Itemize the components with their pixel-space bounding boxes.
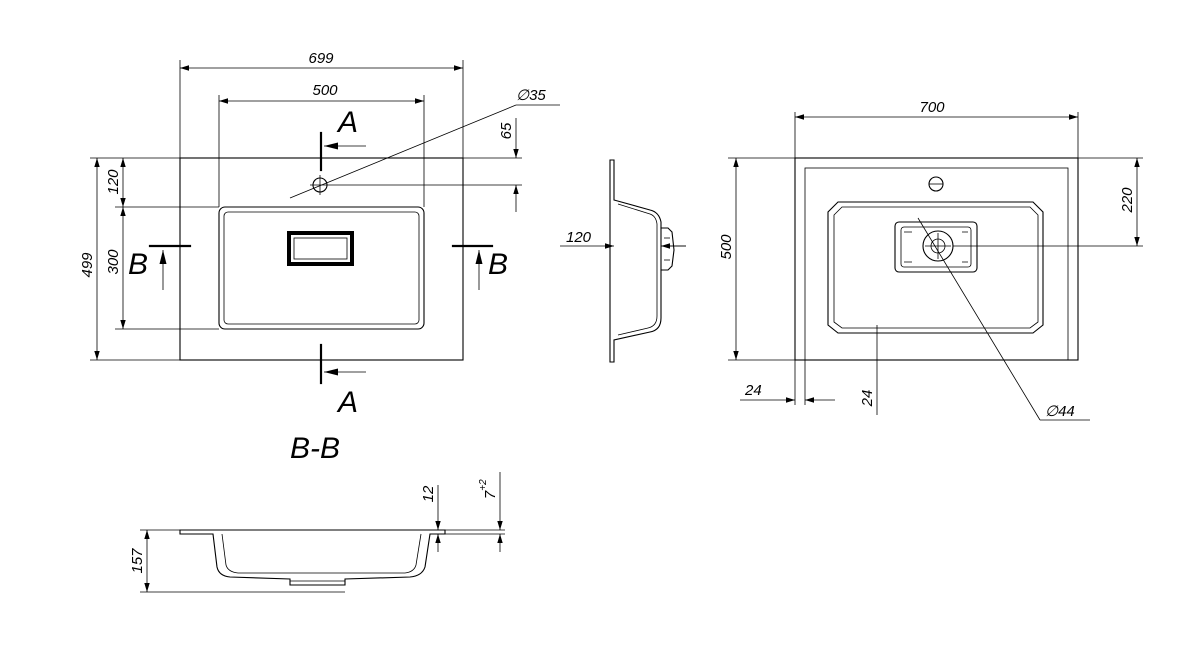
dim-hole-offset: 65 [498,122,515,139]
dim-bottom-width: 700 [919,99,945,116]
dim-section-lip: 7 [482,490,499,499]
dim-section-thickness: 12 [420,485,437,502]
side-section-outline [609,159,662,363]
dim-width-bowl: 500 [312,82,338,99]
dim-drain-offset: 220 [1119,187,1136,214]
section-a-top-label: A [336,106,358,139]
dim-side-depth: 120 [566,229,592,246]
section-bb-outline [179,529,446,586]
drain-housing [894,221,978,273]
section-bb: B-B 157 12 7 +2 [129,432,505,593]
dim-width-overall: 699 [308,50,334,67]
dim-depth-overall: 499 [79,252,96,278]
section-bb-title: B-B [290,432,340,465]
dim-section-height: 157 [129,548,146,574]
section-b-left-label: B [128,248,148,281]
section-a-bottom-label: A [336,386,358,419]
top-view: 699 500 ∅35 65 499 120 300 A [79,50,560,419]
bottom-view-outline [794,157,1079,361]
side-section: 120 [560,159,686,363]
top-view-bowl [218,206,425,330]
dim-drain-diameter: ∅44 [1045,403,1075,420]
dim-margin-bottom: 24 [859,390,876,408]
overflow-slot [287,231,354,266]
dim-bottom-height: 500 [718,234,735,260]
dim-section-lip-tolerance: +2 [478,479,489,491]
bottom-view-bowl [827,201,1044,334]
bottom-view: 700 500 220 24 24 ∅44 [718,99,1143,421]
dim-bowl-depth: 300 [105,249,122,275]
dim-margin-left: 24 [744,382,762,399]
section-b-right-label: B [488,248,508,281]
dim-depth-front: 120 [105,169,122,195]
dim-hole-diameter: ∅35 [516,87,546,104]
